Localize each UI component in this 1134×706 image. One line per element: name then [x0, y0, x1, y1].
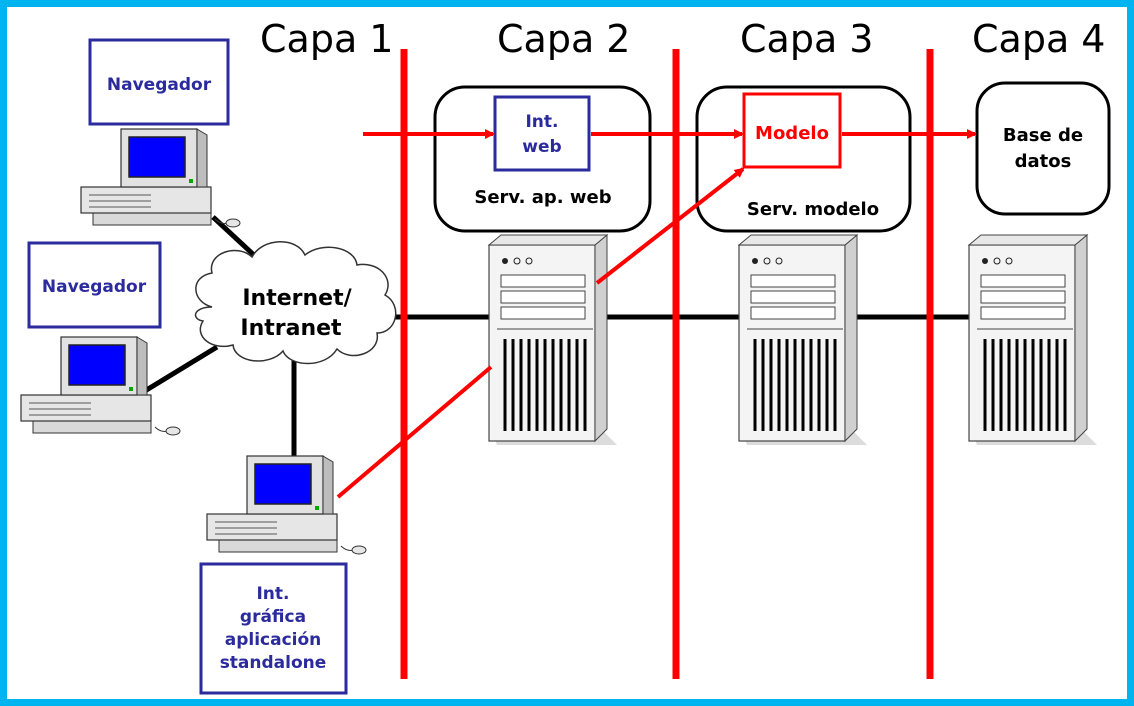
layer-title-1: Capa 1	[260, 17, 393, 61]
web-server-tower-icon	[487, 233, 619, 447]
arrow-standalone-to-model	[595, 167, 745, 285]
database-label-line1: Base de	[1003, 125, 1083, 146]
browser-box-top	[88, 38, 230, 126]
cloud-label-line2: Intranet	[240, 316, 342, 341]
web-interface-box	[493, 95, 591, 172]
standalone-label-line4: standalone	[220, 653, 327, 673]
browser-box-mid	[27, 241, 162, 329]
architecture-diagram: Capa 1 Capa 2 Capa 3 Capa 4 Navegador Na…	[20, 17, 1111, 695]
web-interface-label-line2: web	[522, 137, 561, 157]
client-computer-icon-top	[80, 128, 241, 228]
cloud-label-line1: Internet/	[242, 286, 352, 311]
standalone-label-line2: gráfica	[240, 607, 306, 627]
model-server-tower-icon	[737, 233, 869, 447]
slide-frame: Capa 1 Capa 2 Capa 3 Capa 4 Navegador Na…	[7, 7, 1127, 699]
standalone-label-line1: Int.	[256, 584, 289, 604]
layer-title-2: Capa 2	[497, 17, 630, 61]
layer-dividers	[400, 49, 934, 679]
database-box	[975, 81, 1111, 216]
web-server-caption: Serv. ap. web	[474, 187, 611, 208]
standalone-label-line3: aplicación	[225, 630, 322, 650]
database-label-line2: datos	[1015, 151, 1072, 172]
internet-cloud: Internet/ Intranet	[194, 241, 397, 365]
request-flow	[336, 129, 977, 499]
layer-title-3: Capa 3	[740, 17, 873, 61]
client-computer-icon-bottom	[206, 455, 367, 555]
web-interface-label-line1: Int.	[525, 112, 558, 132]
layer-title-4: Capa 4	[972, 17, 1105, 61]
model-label: Modelo	[755, 123, 829, 144]
model-server-caption: Serv. modelo	[747, 199, 879, 220]
standalone-gui-box	[199, 562, 348, 695]
arrow-standalone-lower	[336, 365, 493, 499]
browser-label-top: Navegador	[107, 75, 212, 95]
model-box	[742, 92, 842, 169]
browser-label-mid: Navegador	[42, 277, 147, 297]
database-server-tower-icon	[967, 233, 1099, 447]
